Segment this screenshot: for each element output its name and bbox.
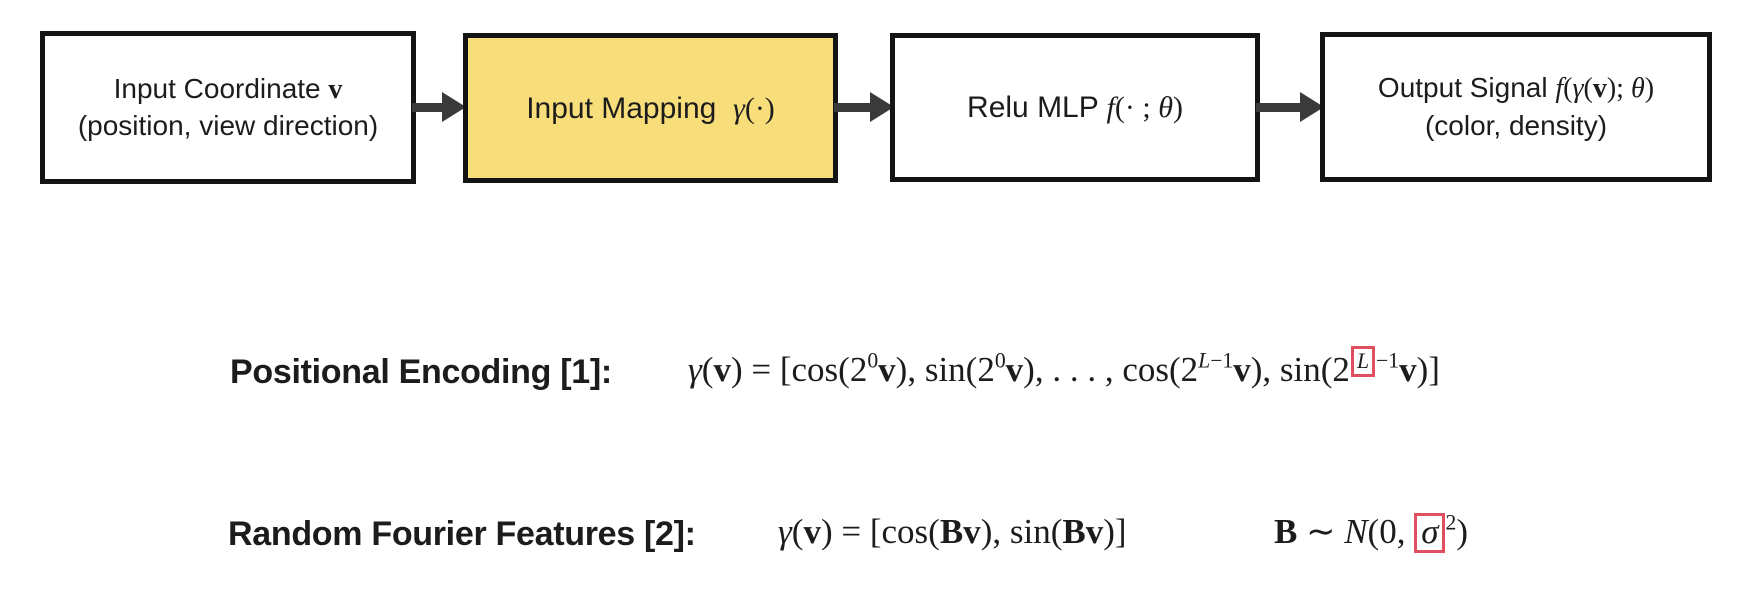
arrow-shaft — [412, 102, 442, 112]
diagram-box-input-coordinate: Input Coordinate v (position, view direc… — [40, 31, 416, 184]
math-segment: ), sin( — [980, 512, 1063, 551]
flow-arrow-icon — [412, 92, 466, 122]
equation-label-positional-encoding: Positional Encoding [1]: — [230, 353, 612, 391]
equation-label-random-fourier-features: Random Fourier Features [2]: — [228, 515, 696, 553]
math-segment: (·) — [744, 91, 775, 125]
math-segment: v — [1399, 350, 1417, 389]
math-segment: ), sin(2 — [895, 350, 995, 389]
math-segment: v — [1233, 350, 1251, 389]
box-label-line: Relu MLP f(· ; θ) — [967, 88, 1183, 127]
math-segment: (position, view direction) — [77, 110, 379, 141]
diagram-box-output-signal: Output Signal f(γ(v); θ) (color, density… — [1320, 32, 1712, 182]
math-segment: L — [1198, 348, 1211, 373]
math-segment: ) — [1456, 512, 1468, 551]
math-segment: 2 — [1445, 510, 1457, 535]
math-segment: )] — [1103, 512, 1127, 551]
box-label-line: Input Coordinate v — [114, 71, 343, 108]
math-segment: B — [1274, 512, 1298, 551]
math-segment: ∼ — [1297, 512, 1345, 551]
math-segment: −1 — [1376, 348, 1400, 373]
box-label-line: Output Signal f(γ(v); θ) — [1378, 70, 1654, 107]
math-segment: θ — [1630, 73, 1645, 105]
math-segment: v — [1005, 350, 1024, 389]
math-segment: (· ; — [1114, 91, 1159, 124]
math-segment: N — [1344, 512, 1368, 551]
math-segment: Input Mapping — [526, 91, 733, 125]
math-segment: v — [1592, 73, 1607, 105]
math-segment: 0 — [867, 348, 879, 373]
math-segment: Bv — [939, 512, 981, 551]
math-segment: v — [713, 350, 731, 389]
arrow-shaft — [1256, 102, 1300, 112]
math-segment: Relu MLP — [967, 91, 1107, 124]
math-segment: ), . . . , cos(2 — [1023, 350, 1199, 389]
math-segment: L — [1350, 345, 1375, 377]
math-segment: γ — [778, 512, 792, 551]
box-label-line: Input Mapping γ(·) — [526, 89, 775, 128]
math-segment: ) = [cos(2 — [730, 350, 868, 389]
math-segment: ( — [1563, 73, 1573, 105]
math-segment: (color, density) — [1424, 109, 1608, 141]
flow-arrow-icon — [834, 92, 894, 122]
math-segment: ( — [791, 512, 804, 551]
math-segment: v — [328, 73, 343, 105]
math-segment: Input Coordinate — [113, 72, 329, 104]
math-segment: ( — [1583, 73, 1593, 105]
math-segment: γ — [1572, 73, 1584, 105]
box-label-line: (position, view direction) — [78, 108, 378, 144]
math-segment: θ — [1158, 91, 1173, 124]
arrow-head — [442, 92, 466, 122]
math-segment: γ — [733, 91, 745, 125]
math-segment: f — [1106, 91, 1115, 124]
math-segment: ) — [1644, 73, 1655, 105]
math-segment: (0, — [1367, 512, 1415, 551]
diagram-box-input-mapping: Input Mapping γ(·) — [463, 33, 838, 183]
math-segment: f — [1555, 73, 1564, 105]
math-segment: ); — [1606, 73, 1631, 105]
math-segment: γ — [688, 350, 702, 389]
math-segment: ) — [1172, 91, 1183, 124]
equation-formula-random-fourier-features: γ(v) = [cos(Bv), sin(Bv)] — [778, 509, 1127, 555]
equation-formula-positional-encoding: γ(v) = [cos(20v), sin(20v), . . . , cos(… — [688, 345, 1440, 393]
math-segment: Bv — [1062, 512, 1104, 551]
math-segment: )] — [1416, 350, 1440, 389]
math-segment: −1 — [1210, 348, 1234, 373]
math-segment: ( — [701, 350, 714, 389]
math-segment: Output Signal — [1377, 72, 1556, 104]
arrow-shaft — [834, 102, 870, 112]
diagram-box-relu-mlp: Relu MLP f(· ; θ) — [890, 33, 1260, 182]
math-segment: σ — [1414, 513, 1446, 553]
math-segment: v — [803, 512, 821, 551]
math-segment: ), sin(2 — [1250, 350, 1350, 389]
box-label-line: (color, density) — [1425, 108, 1607, 144]
flow-arrow-icon — [1256, 92, 1324, 122]
math-segment: v — [878, 350, 896, 389]
math-segment: 0 — [994, 348, 1006, 373]
math-segment: ) = [cos( — [820, 512, 940, 551]
